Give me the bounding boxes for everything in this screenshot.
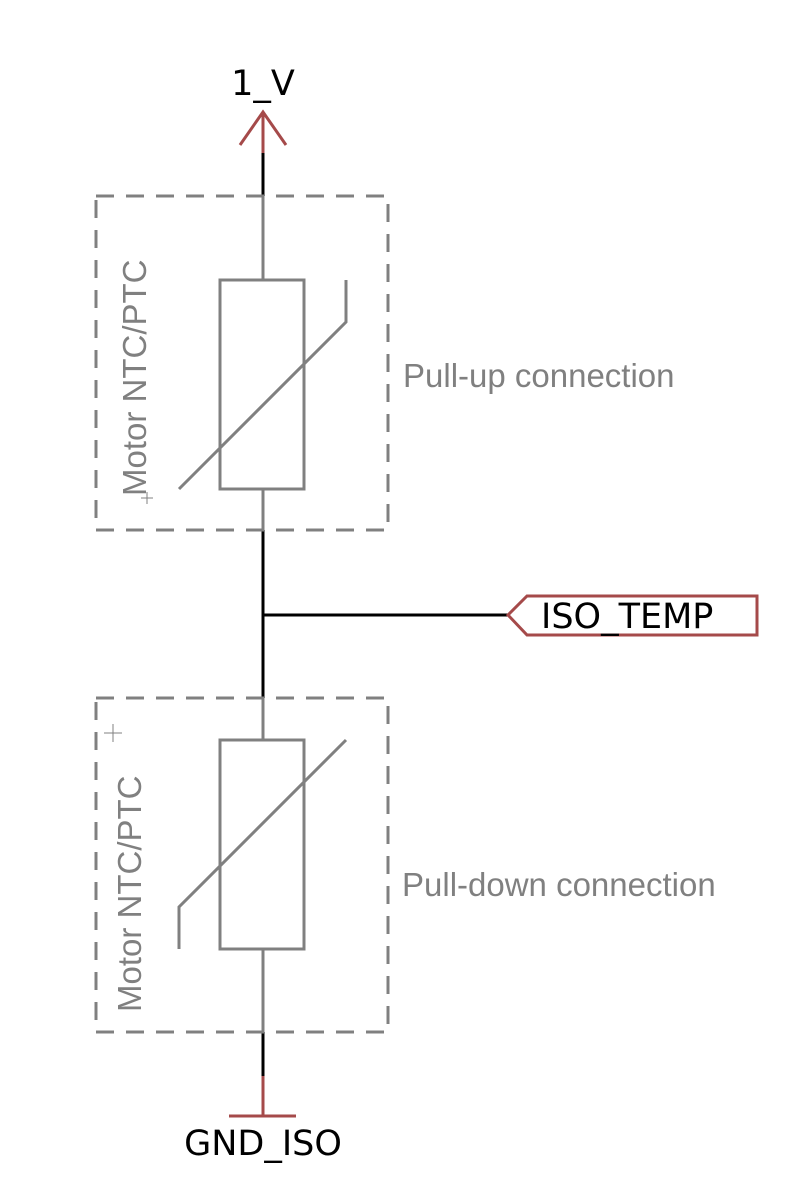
- port-label: ISO_TEMP: [541, 597, 713, 637]
- thermistor-arrow-icon: [177, 738, 348, 949]
- origin-cross-icon: [141, 492, 153, 504]
- component-note: Pull-down connection: [402, 866, 716, 903]
- component-value-label: Motor NTC/PTC: [116, 259, 153, 496]
- component-frame: [94, 696, 390, 1034]
- origin-cross-icon: [104, 724, 122, 742]
- resistor-body: [218, 738, 306, 951]
- component-value-label: Motor NTC/PTC: [111, 775, 148, 1012]
- component-frame: [94, 194, 390, 532]
- resistor-body: [218, 278, 306, 491]
- supply-net-label: 1_V: [231, 64, 295, 104]
- ground-net-label: GND_ISO: [184, 1124, 342, 1164]
- ground-gnd-iso-symbol[interactable]: GND_ISO: [184, 1076, 342, 1164]
- port-outline: [505, 594, 759, 637]
- thermistor-arrow-icon: [177, 280, 348, 491]
- component-note: Pull-up connection: [403, 357, 675, 394]
- supply-1v-symbol[interactable]: 1_V: [231, 64, 295, 153]
- port-iso-temp[interactable]: ISO_TEMP: [505, 594, 759, 637]
- thermistor-pulldown[interactable]: Motor NTC/PTC Pull-down connection: [94, 696, 716, 1034]
- thermistor-pullup[interactable]: Motor NTC/PTC Pull-up connection: [94, 194, 675, 532]
